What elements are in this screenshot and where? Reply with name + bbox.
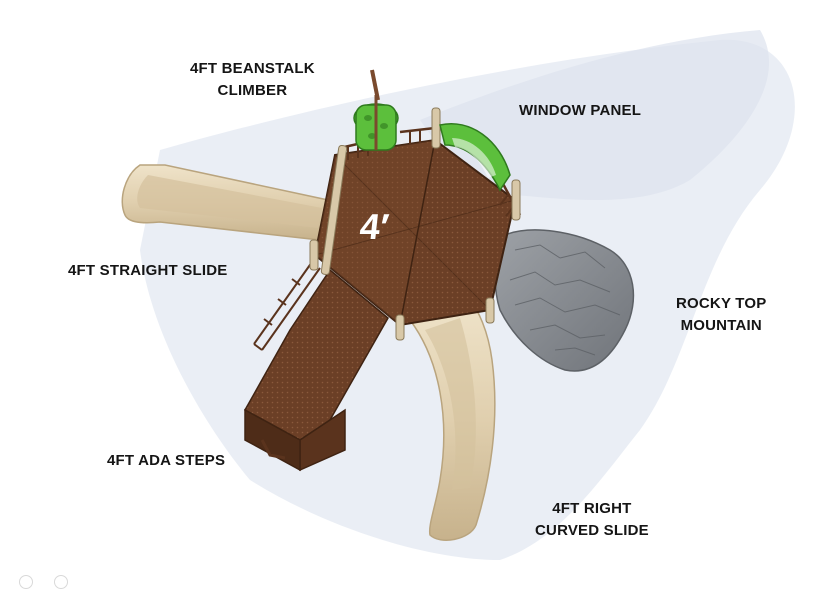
carousel-dot[interactable] xyxy=(19,575,33,589)
label-straight-slide: 4FT STRAIGHT SLIDE xyxy=(68,262,228,279)
label-ada-steps: 4FT ADA STEPS xyxy=(107,452,226,469)
label-curved-slide: 4FT RIGHT CURVED SLIDE xyxy=(535,500,649,539)
beanstalk-climber xyxy=(353,69,399,151)
label-beanstalk-climber: 4FT BEANSTALK CLIMBER xyxy=(190,60,315,99)
ada-steps xyxy=(243,261,389,472)
label-rocky-top-mountain: ROCKY TOP MOUNTAIN xyxy=(676,295,767,334)
straight-slide xyxy=(121,164,329,241)
label-window-panel: WINDOW PANEL xyxy=(519,102,642,119)
deck-height-label: 4′ xyxy=(357,206,391,247)
main-deck xyxy=(313,138,517,327)
curved-slide xyxy=(408,299,496,541)
window-panel xyxy=(439,123,511,192)
rocky-top-mountain xyxy=(494,229,635,372)
carousel-dot[interactable] xyxy=(54,575,68,589)
